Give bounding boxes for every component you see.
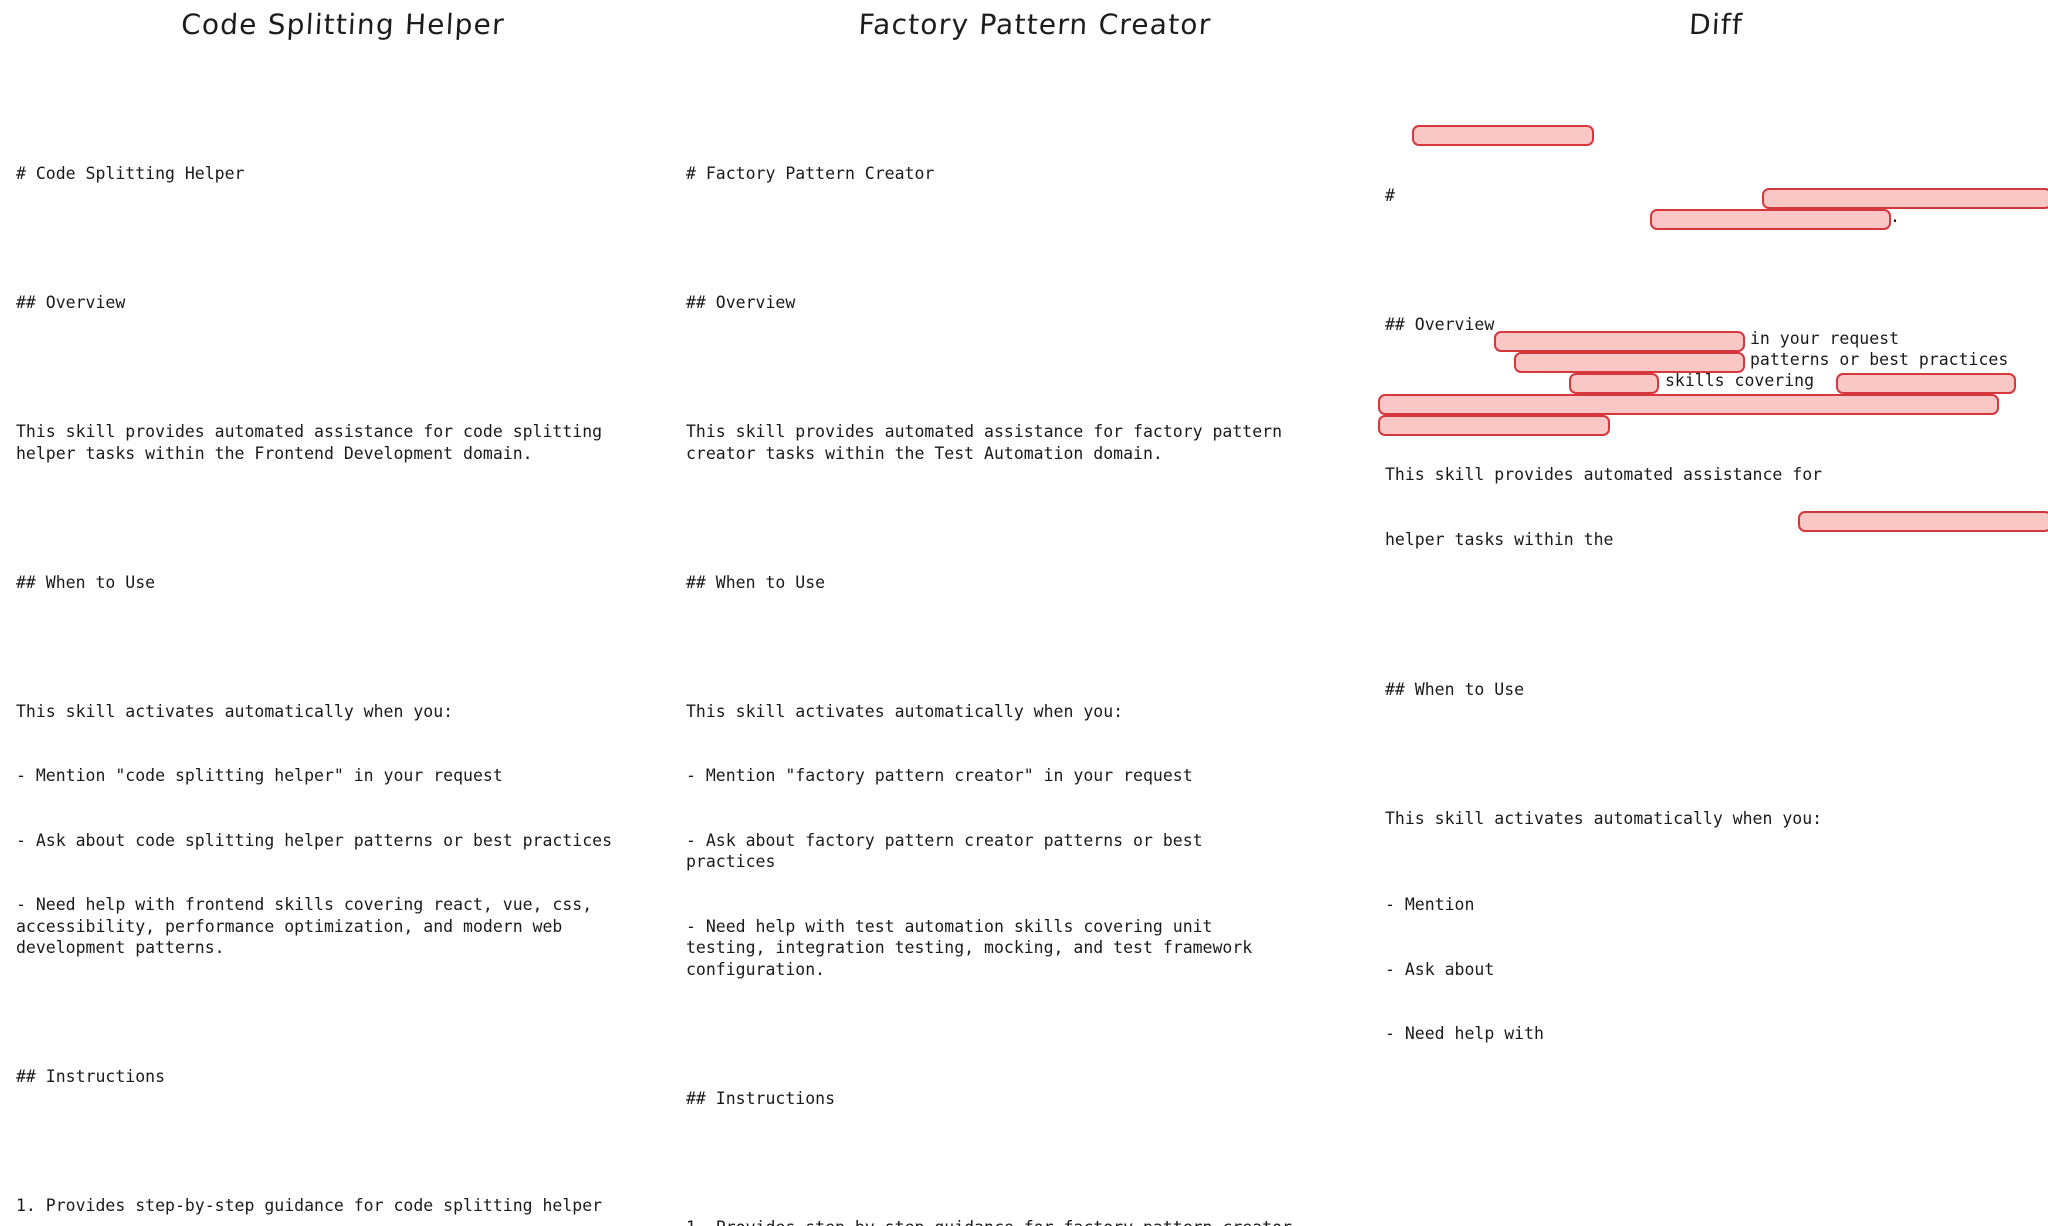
when-intro: This skill activates automatically when … <box>1385 808 2048 830</box>
diff-bullet-3-prefix: - Need help with <box>1385 1024 1544 1043</box>
spacer <box>16 1002 676 1024</box>
heading-h1: # Factory Pattern Creator <box>686 163 1376 185</box>
spacer <box>16 357 676 379</box>
diff-bullet-3: - Need help with <box>1385 1023 2048 1045</box>
heading-when-to-use: ## When to Use <box>16 572 676 594</box>
heading-h1: # Code Splitting Helper <box>16 163 676 185</box>
column-title-factory-pattern-creator: Factory Pattern Creator <box>685 8 1385 41</box>
when-bullet: - Mention "factory pattern creator" in y… <box>686 765 1376 787</box>
spacer <box>16 507 676 529</box>
heading-instructions: ## Instructions <box>686 1088 1376 1110</box>
diff-bullet-3-mid: skills covering <box>1665 370 1814 392</box>
instruction-item: 1. Provides step-by-step guidance for co… <box>16 1195 676 1217</box>
heading-when-to-use: ## When to Use <box>1385 679 2048 701</box>
spacer <box>16 1131 676 1153</box>
heading-instructions: ## Instructions <box>16 1066 676 1088</box>
when-intro: This skill activates automatically when … <box>686 701 1376 723</box>
column-title-diff: Diff <box>1383 8 2048 41</box>
redaction-box-overview-2 <box>1650 209 1891 230</box>
when-bullet: - Ask about factory pattern creator patt… <box>686 830 1376 873</box>
when-bullet: - Need help with test automation skills … <box>686 916 1376 981</box>
redaction-box-title <box>1412 125 1594 146</box>
redaction-box-overview-1 <box>1762 188 2048 209</box>
diff-bullet-1-suffix: in your request <box>1750 328 1899 350</box>
when-intro: This skill activates automatically when … <box>16 701 676 723</box>
spacer <box>16 636 676 658</box>
redaction-box-instruction-1 <box>1798 511 2048 532</box>
diff-bullet-2: - Ask about <box>1385 959 2048 981</box>
redaction-box-bullet-1 <box>1494 331 1745 352</box>
redaction-box-bullet-2 <box>1514 352 1745 373</box>
spacer <box>1385 249 2048 271</box>
diff-bullet-2-suffix: patterns or best practices <box>1750 349 2008 371</box>
redaction-box-bullet-3d <box>1378 415 1610 436</box>
diff-bullet-3-wrap-b <box>1385 1152 2048 1174</box>
column-title-code-splitting-helper: Code Splitting Helper <box>0 8 687 41</box>
titles-row: Code Splitting Helper Factory Pattern Cr… <box>0 0 2048 60</box>
overview-body: This skill provides automated assistance… <box>16 421 676 464</box>
diff-heading-h1-prefix: # <box>1385 186 1395 205</box>
when-bullet: - Ask about code splitting helper patter… <box>16 830 676 852</box>
diff-overview-line-2-suffix: . <box>1890 206 1900 228</box>
heading-overview: ## Overview <box>16 292 676 314</box>
spacer <box>686 636 1376 658</box>
spacer <box>686 357 1376 379</box>
column-diff: # ## Overview This skill provides automa… <box>1385 120 2048 1226</box>
redaction-box-bullet-3b <box>1836 373 2016 394</box>
spacer <box>1385 615 2048 637</box>
spacer <box>686 228 1376 250</box>
spacer <box>686 1023 1376 1045</box>
diff-bullet-3-wrap-a <box>1385 1088 2048 1110</box>
when-bullet: - Need help with frontend skills coverin… <box>16 894 676 959</box>
instruction-item: 1. Provides step-by-step guidance for fa… <box>686 1217 1376 1226</box>
column-factory-pattern-creator: # Factory Pattern Creator ## Overview Th… <box>686 120 1376 1226</box>
diff-bullet-1: - Mention <box>1385 894 2048 916</box>
diff-overview-line-1: This skill provides automated assistance… <box>1385 464 2048 486</box>
spacer <box>16 228 676 250</box>
diff-overview-line-1-text: This skill provides automated assistance… <box>1385 465 1822 484</box>
when-bullet: - Mention "code splitting helper" in you… <box>16 765 676 787</box>
redaction-box-bullet-3a <box>1569 373 1659 394</box>
redaction-box-bullet-3c <box>1378 394 1999 415</box>
spacer <box>1385 744 2048 766</box>
heading-overview: ## Overview <box>686 292 1376 314</box>
spacer <box>686 507 1376 529</box>
diff-bullet-1-prefix: - Mention <box>1385 895 1474 914</box>
heading-when-to-use: ## When to Use <box>686 572 1376 594</box>
overview-body: This skill provides automated assistance… <box>686 421 1376 464</box>
spacer <box>686 1152 1376 1174</box>
column-code-splitting-helper: # Code Splitting Helper ## Overview This… <box>16 120 676 1226</box>
diff-bullet-2-prefix: - Ask about <box>1385 960 1494 979</box>
diff-overview-line-2-text: helper tasks within the <box>1385 530 1613 549</box>
